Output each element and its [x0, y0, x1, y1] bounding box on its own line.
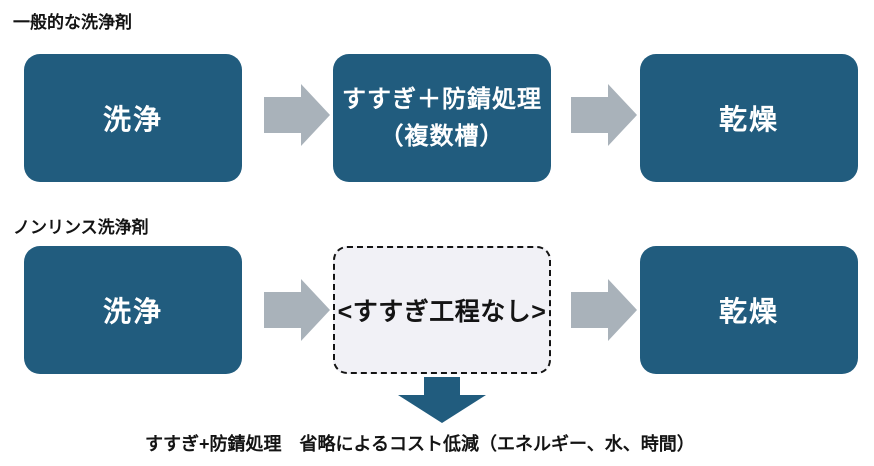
step-box-wash-nonrinse: 洗浄: [24, 246, 242, 374]
arrow-right-icon: [571, 279, 637, 341]
step-box-dry-general: 乾燥: [640, 54, 858, 182]
step-box-dry-nonrinse: 乾燥: [640, 246, 858, 374]
arrow-right-icon: [264, 279, 330, 341]
row-label-nonrinse-cleaner: ノンリンス洗浄剤: [13, 218, 149, 237]
arrow-down-icon: [398, 377, 486, 423]
cost-reduction-footnote: すすぎ+防錆処理 省略によるコスト低減（エネルギー、水、時間）: [145, 434, 695, 454]
arrow-right-icon: [571, 84, 637, 146]
step-label: <すすぎ工程なし>: [337, 298, 547, 326]
step-label: 乾燥: [718, 104, 779, 135]
row-label-general-cleaner: 一般的な洗浄剤: [13, 13, 132, 32]
step-label: 乾燥: [718, 296, 779, 327]
step-sublabel: （複数槽）: [379, 123, 505, 150]
step-label: すすぎ＋防錆処理: [342, 86, 542, 113]
step-box-rinse-antirust: すすぎ＋防錆処理 （複数槽）: [333, 54, 551, 182]
arrow-right-icon: [264, 84, 330, 146]
step-label: 洗浄: [102, 104, 163, 135]
step-label: 洗浄: [102, 296, 163, 327]
step-box-no-rinse-process: <すすぎ工程なし>: [333, 246, 551, 374]
step-box-wash-general: 洗浄: [24, 54, 242, 182]
